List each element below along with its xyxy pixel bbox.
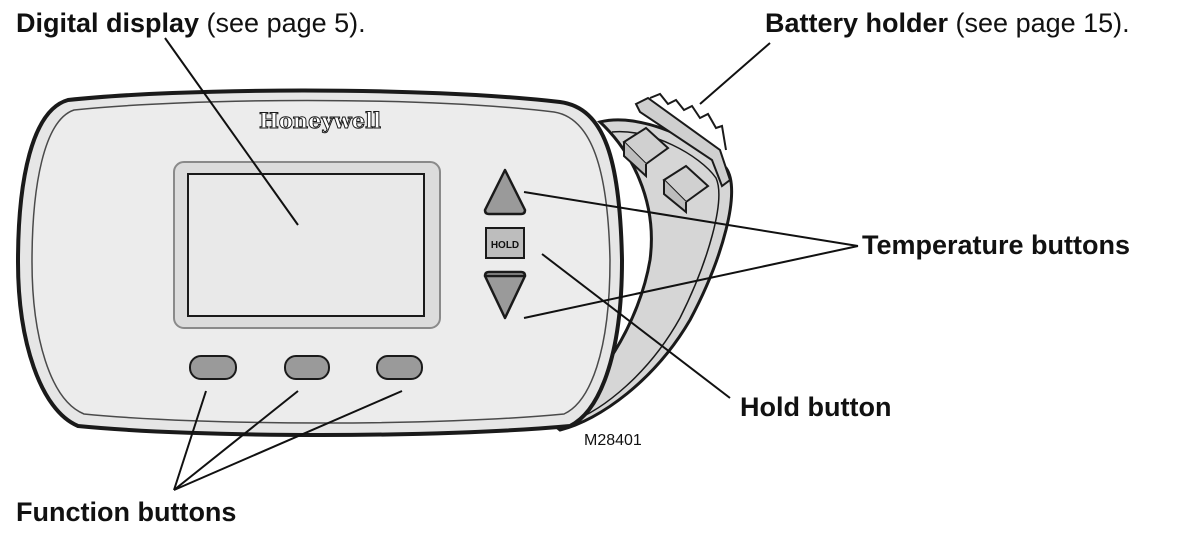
hold-key-label: HOLD bbox=[491, 240, 519, 251]
leader-lines bbox=[164, 37, 859, 491]
function-button-2[interactable] bbox=[284, 355, 330, 380]
function-button-1[interactable] bbox=[189, 355, 237, 380]
leader-function-2 bbox=[173, 390, 299, 491]
hold-button-label: Hold button bbox=[740, 392, 892, 422]
battery-holder-note: (see page 15). bbox=[948, 8, 1130, 38]
leader-battery-holder bbox=[699, 42, 771, 105]
battery-holder-label: Battery holder bbox=[765, 8, 949, 38]
temperature-up-button[interactable] bbox=[483, 168, 527, 216]
function-buttons-callout: Function buttons bbox=[16, 499, 236, 526]
leader-temperature-down bbox=[523, 245, 859, 319]
battery-holder-callout: Battery holder (see page 15). bbox=[765, 10, 1130, 37]
digital-display-callout: Digital display (see page 5). bbox=[16, 10, 366, 37]
brand-logo: Honeywell bbox=[259, 108, 381, 133]
leader-digital-display bbox=[164, 37, 299, 226]
figure-code: M28401 bbox=[584, 432, 642, 449]
leader-temperature-up bbox=[523, 191, 859, 247]
leader-hold-button bbox=[541, 253, 731, 399]
digital-display-label: Digital display bbox=[16, 8, 200, 38]
leader-function-3 bbox=[173, 390, 403, 491]
function-buttons-label: Function buttons bbox=[16, 497, 237, 527]
hold-button-callout: Hold button bbox=[740, 394, 891, 421]
digital-display bbox=[173, 161, 441, 329]
battery-holder bbox=[622, 92, 732, 215]
leader-function-1 bbox=[173, 390, 207, 491]
temperature-down-button[interactable] bbox=[483, 270, 527, 320]
temperature-buttons-label: Temperature buttons bbox=[862, 230, 1131, 260]
digital-display-note: (see page 5). bbox=[199, 8, 366, 38]
temperature-buttons-callout: Temperature buttons bbox=[862, 232, 1130, 259]
hold-button[interactable]: HOLD bbox=[485, 227, 525, 259]
function-button-3[interactable] bbox=[376, 355, 423, 380]
